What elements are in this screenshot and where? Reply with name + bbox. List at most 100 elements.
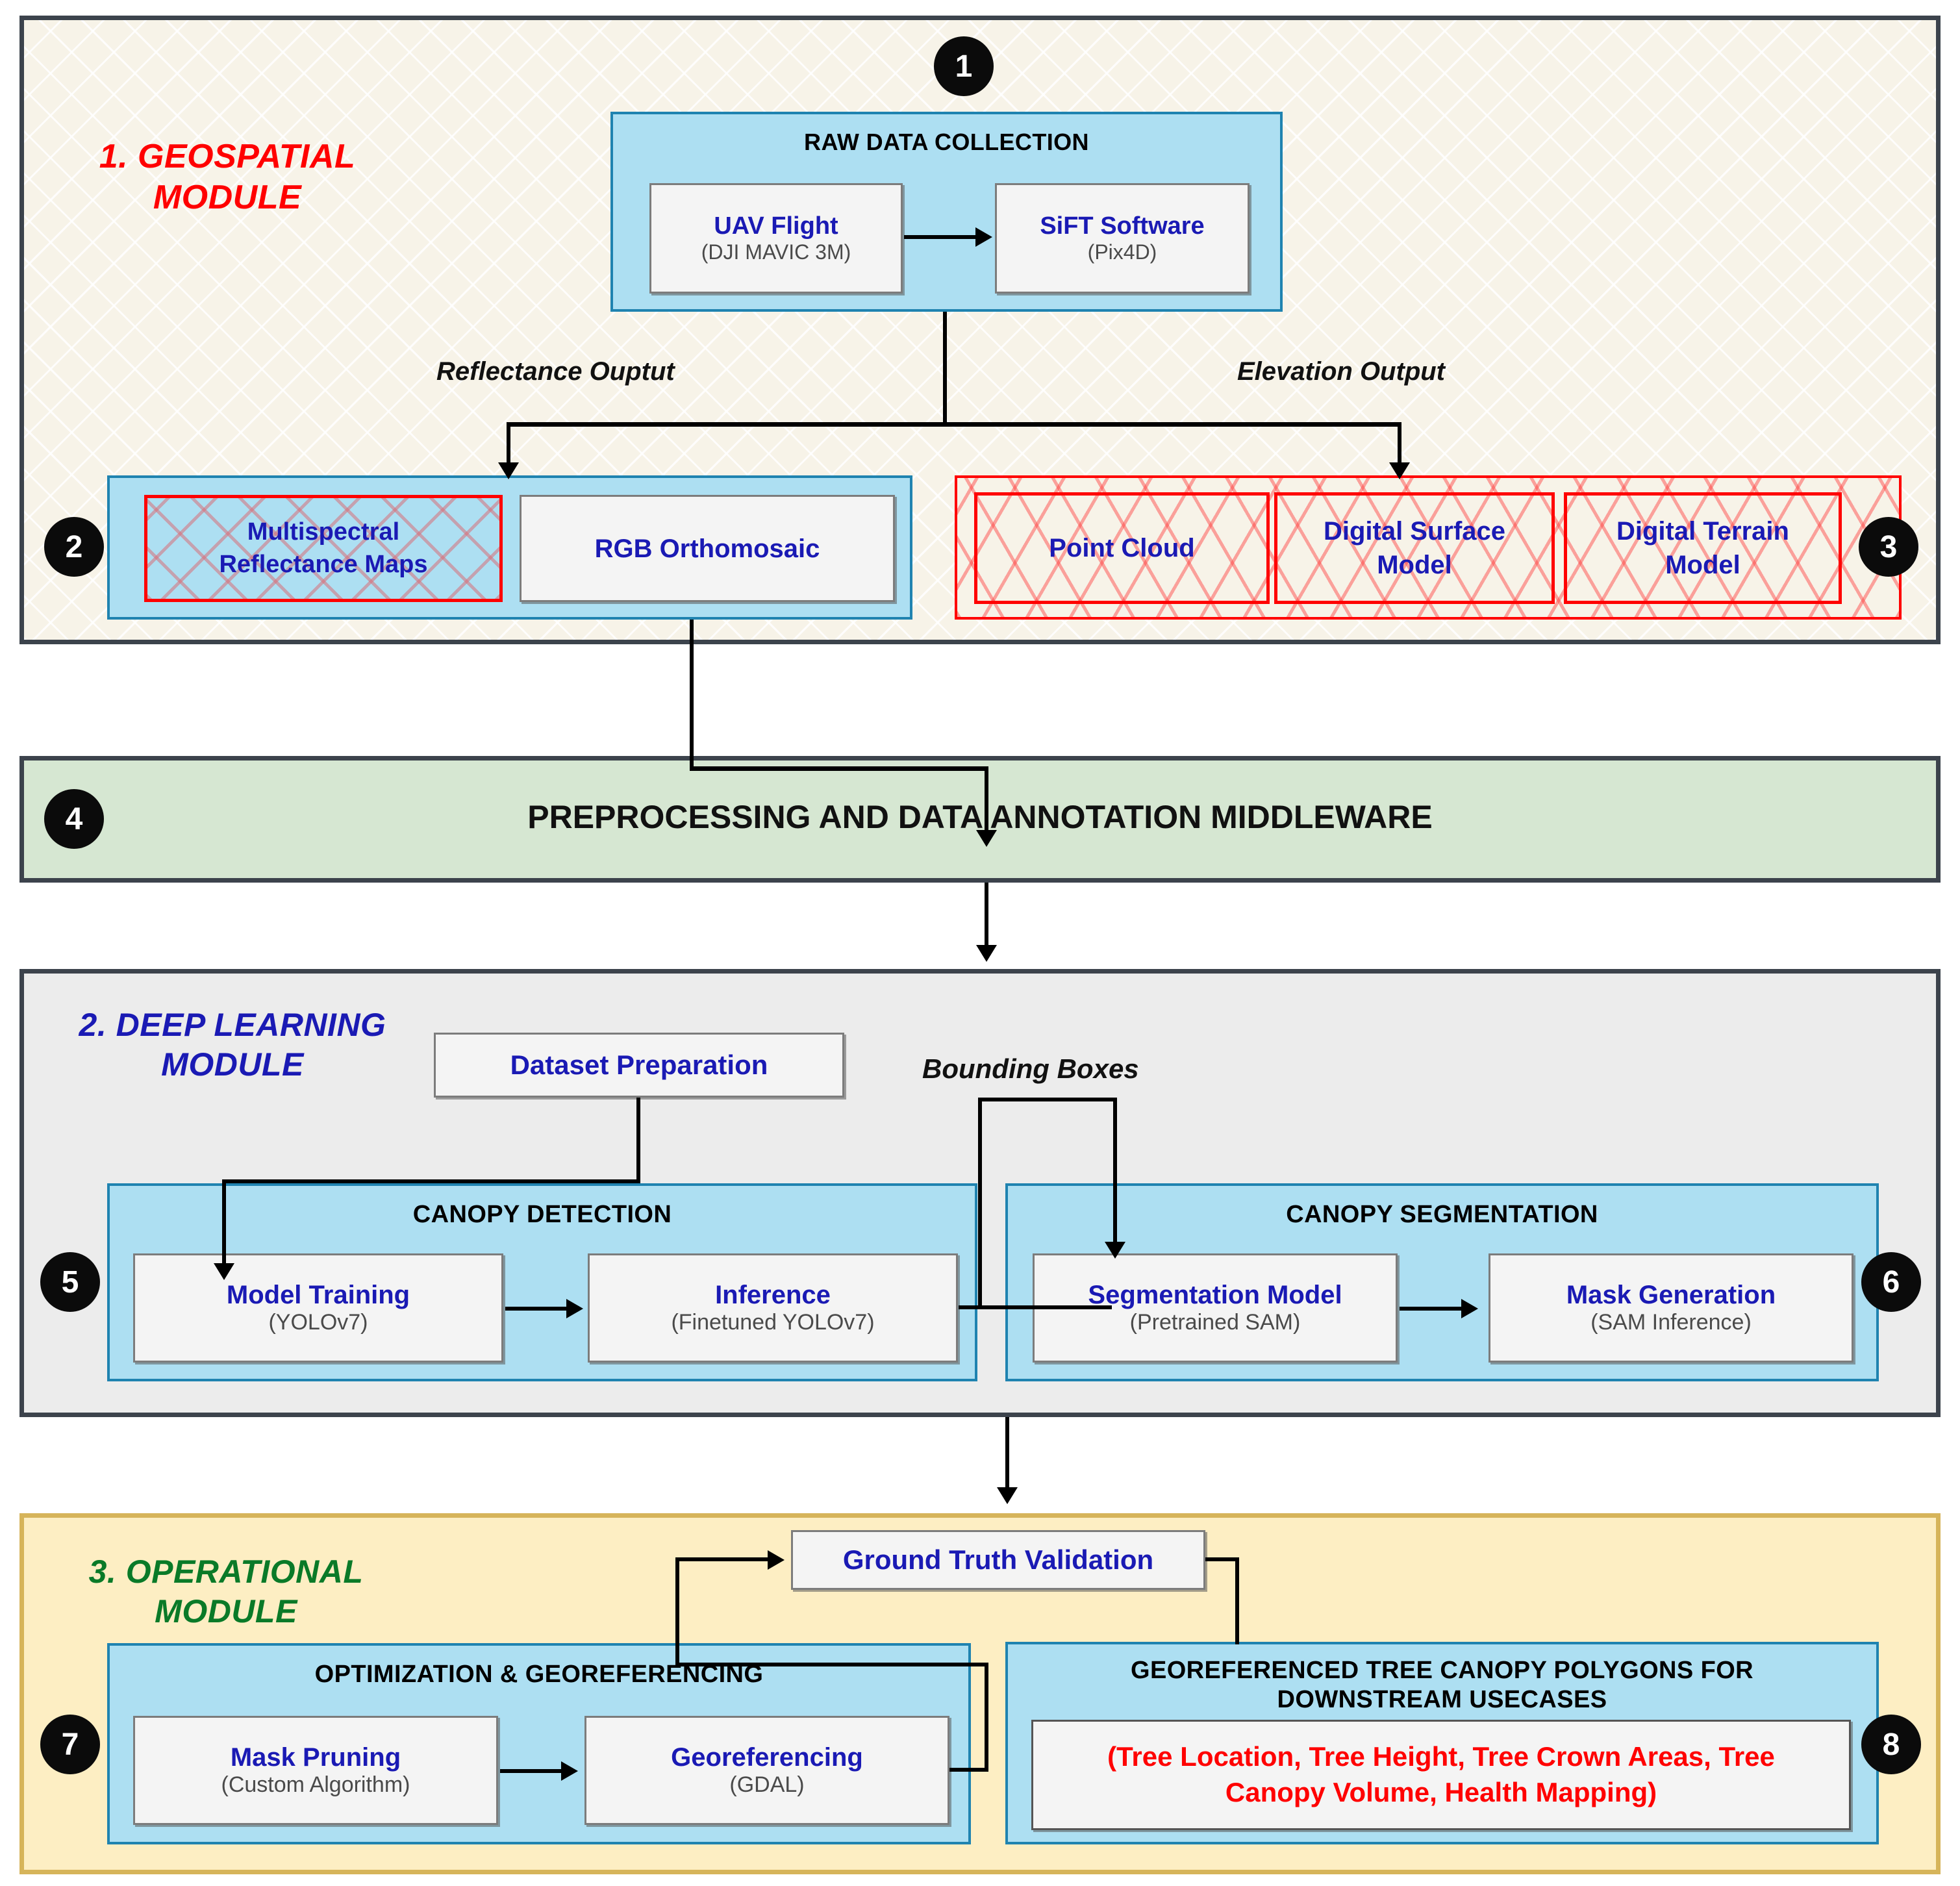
preprocessing-module: PREPROCESSING AND DATA ANNOTATION MIDDLE… [19, 756, 1941, 883]
node-dataset-preparation-title: Dataset Preparation [510, 1049, 768, 1080]
badge-5: 5 [40, 1252, 100, 1312]
node-sift-software-title: SiFT Software [1040, 212, 1205, 240]
geospatial-module-title-line1: 1. GEOSPATIAL [99, 138, 356, 175]
edge-georef-feedback-h3 [675, 1557, 773, 1561]
node-downstream-usecases-line1: (Tree Location, Tree Height, Tree Crown … [1107, 1741, 1775, 1772]
edge-uav-to-sift-arrowhead [975, 227, 992, 247]
node-dtm-title-line1: Digital Terrain [1616, 517, 1789, 546]
edge-rawdata-split-bar [507, 422, 1401, 427]
node-mask-pruning-title: Mask Pruning [230, 1743, 401, 1772]
node-dsm-title-line2: Model [1377, 551, 1452, 579]
deep-learning-module-title-line2: MODULE [161, 1046, 304, 1083]
geospatial-module-title: 1. GEOSPATIAL MODULE [58, 136, 396, 219]
node-rgb-orthomosaic-title: RGB Orthomosaic [594, 534, 820, 563]
node-mask-generation[interactable]: Mask Generation (SAM Inference) [1489, 1253, 1853, 1363]
node-ground-truth-validation-title: Ground Truth Validation [842, 1544, 1154, 1575]
node-ground-truth-validation[interactable]: Ground Truth Validation [791, 1530, 1205, 1590]
edge-georef-feedback-v [985, 1663, 988, 1772]
node-multispectral-reflectance-maps[interactable]: Multispectral Reflectance Maps [144, 495, 503, 602]
edge-branch-reflectance-arrowhead [498, 462, 519, 479]
edge-georef-feedback-arrowhead [768, 1550, 785, 1570]
edge-boundingbox-arrowhead [1105, 1242, 1125, 1259]
edge-branch-elevation [1398, 422, 1401, 473]
edge-gtv-to-output-h [1205, 1557, 1239, 1561]
edge-dl-to-operational [1005, 1417, 1009, 1498]
edge-inference-v-up [978, 1098, 982, 1309]
edge-label-reflectance-output: Reflectance Ouptut [436, 357, 675, 386]
node-mask-generation-subtitle: (SAM Inference) [1590, 1310, 1752, 1335]
edge-inference-h1 [959, 1305, 1112, 1309]
node-digital-terrain-model[interactable]: Digital Terrain Model [1564, 492, 1842, 604]
canopy-detection-header: CANOPY DETECTION [412, 1201, 672, 1228]
node-uav-flight[interactable]: UAV Flight (DJI MAVIC 3M) [649, 183, 903, 294]
node-model-training[interactable]: Model Training (YOLOv7) [133, 1253, 503, 1363]
edge-dl-to-operational-arrowhead [997, 1487, 1018, 1504]
edge-training-to-inference [505, 1307, 568, 1311]
node-georeferencing-subtitle: (GDAL) [729, 1772, 805, 1798]
badge-8: 8 [1861, 1715, 1921, 1774]
georeferenced-output-header-line2: DOWNSTREAM USECASES [1277, 1685, 1607, 1713]
edge-georef-feedback-h1 [949, 1768, 988, 1772]
badge-7: 7 [40, 1715, 100, 1774]
node-inference-title: Inference [715, 1281, 831, 1310]
edge-segmodel-to-mask [1400, 1307, 1463, 1311]
edge-georef-feedback-v2 [675, 1559, 679, 1666]
node-uav-flight-title: UAV Flight [714, 212, 838, 240]
edge-dataset-v2 [222, 1179, 226, 1274]
edge-maskpruning-to-georef [500, 1769, 562, 1773]
operational-module-title-line1: 3. OPERATIONAL [88, 1553, 364, 1590]
badge-3: 3 [1859, 517, 1918, 577]
edge-segmodel-to-mask-arrowhead [1461, 1299, 1478, 1318]
badge-2: 2 [44, 517, 104, 577]
preprocessing-title: PREPROCESSING AND DATA ANNOTATION MIDDLE… [527, 799, 1433, 835]
badge-1: 1 [934, 36, 994, 96]
node-mask-pruning-subtitle: (Custom Algorithm) [221, 1772, 410, 1798]
operational-module-title-line2: MODULE [155, 1593, 297, 1629]
node-georeferencing[interactable]: Georeferencing (GDAL) [584, 1716, 949, 1825]
edge-rawdata-trunk [943, 312, 947, 425]
edge-maskpruning-to-georef-arrowhead [561, 1761, 578, 1781]
edge-training-to-inference-arrowhead [566, 1299, 583, 1318]
node-uav-flight-subtitle: (DJI MAVIC 3M) [701, 240, 851, 264]
deep-learning-module-title-line1: 2. DEEP LEARNING [79, 1007, 386, 1043]
node-mask-generation-title: Mask Generation [1566, 1281, 1776, 1310]
edge-geo-to-preprocessing-h [690, 766, 988, 771]
geospatial-module-title-line2: MODULE [153, 179, 302, 217]
edge-boundingbox-h-top [978, 1098, 1117, 1101]
node-segmentation-model-subtitle: (Pretrained SAM) [1129, 1310, 1301, 1335]
node-model-training-subtitle: (YOLOv7) [268, 1310, 368, 1335]
node-multispectral-title-line2: Reflectance Maps [219, 550, 428, 578]
edge-label-elevation-output: Elevation Output [1237, 357, 1445, 386]
badge-6: 6 [1861, 1252, 1921, 1312]
elevation-outputs-group [955, 475, 1902, 620]
georeferenced-output-header: GEOREFERENCED TREE CANOPY POLYGONS FOR D… [1008, 1656, 1876, 1715]
badge-4: 4 [44, 789, 104, 849]
node-digital-surface-model[interactable]: Digital Surface Model [1274, 492, 1555, 604]
node-georeferencing-title: Georeferencing [671, 1743, 863, 1772]
node-dtm-title-line2: Model [1665, 551, 1740, 579]
node-rgb-orthomosaic[interactable]: RGB Orthomosaic [520, 495, 895, 602]
edge-branch-elevation-arrowhead [1389, 462, 1410, 479]
edge-geo-to-preprocessing-v1 [690, 620, 694, 770]
node-inference[interactable]: Inference (Finetuned YOLOv7) [588, 1253, 958, 1363]
node-sift-software[interactable]: SiFT Software (Pix4D) [995, 183, 1250, 294]
edge-dataset-h [222, 1179, 640, 1183]
edge-uav-to-sift [904, 235, 977, 239]
edge-geo-to-preprocessing-arrowhead [976, 830, 997, 847]
node-point-cloud-title: Point Cloud [1049, 534, 1195, 562]
canopy-segmentation-header: CANOPY SEGMENTATION [1286, 1201, 1598, 1228]
node-segmentation-model-title: Segmentation Model [1088, 1281, 1342, 1310]
node-model-training-title: Model Training [226, 1281, 410, 1310]
deep-learning-module-title: 2. DEEP LEARNING MODULE [51, 1005, 414, 1085]
node-dataset-preparation[interactable]: Dataset Preparation [434, 1033, 844, 1098]
node-downstream-usecases[interactable]: (Tree Location, Tree Height, Tree Crown … [1031, 1720, 1851, 1830]
node-dsm-title-line1: Digital Surface [1323, 517, 1506, 546]
node-inference-subtitle: (Finetuned YOLOv7) [671, 1310, 875, 1335]
edge-gtv-to-output-v [1235, 1557, 1239, 1644]
edge-dataset-arrowhead [214, 1263, 234, 1280]
node-point-cloud[interactable]: Point Cloud [974, 492, 1270, 604]
node-mask-pruning[interactable]: Mask Pruning (Custom Algorithm) [133, 1716, 498, 1825]
edge-dataset-v1 [636, 1098, 640, 1183]
edge-boundingbox-v-down [1113, 1098, 1117, 1253]
